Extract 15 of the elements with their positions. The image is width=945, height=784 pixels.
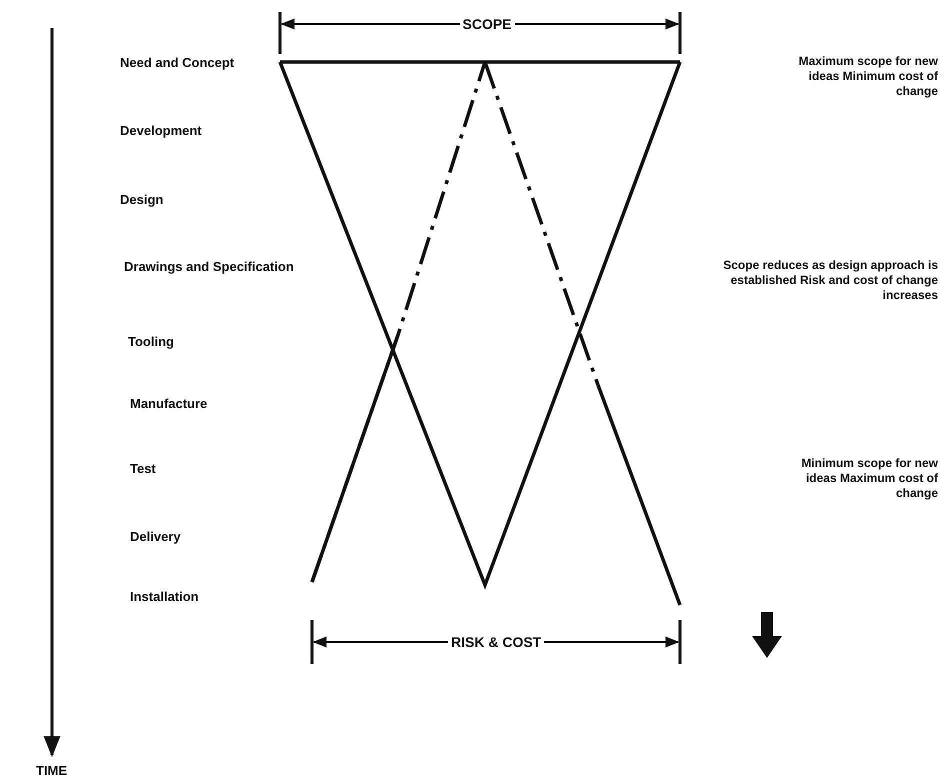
axis-label: TIME [36,763,68,779]
annotation-note: Maximum scope for new ideas Minimum cost of change [798,54,938,99]
phase-label: Manufacture [130,396,208,412]
phase-label: Development [120,123,202,139]
phase-label: Tooling [128,334,174,350]
phase-label: Delivery [130,529,181,545]
phase-label: Test [130,461,156,477]
annotation-note: Minimum scope for new ideas Maximum cost of change [800,456,938,501]
annotation-note: Scope reduces as design approach is established Risk and cost of change increases [722,258,938,303]
dimension-label: RISK & COST [448,634,544,650]
phase-label: Design [120,192,164,208]
dimension-label: SCOPE [460,16,515,32]
phase-label: Installation [130,589,199,605]
phase-label: Need and Concept [120,55,234,71]
phase-label: Drawings and Specification [124,259,294,275]
